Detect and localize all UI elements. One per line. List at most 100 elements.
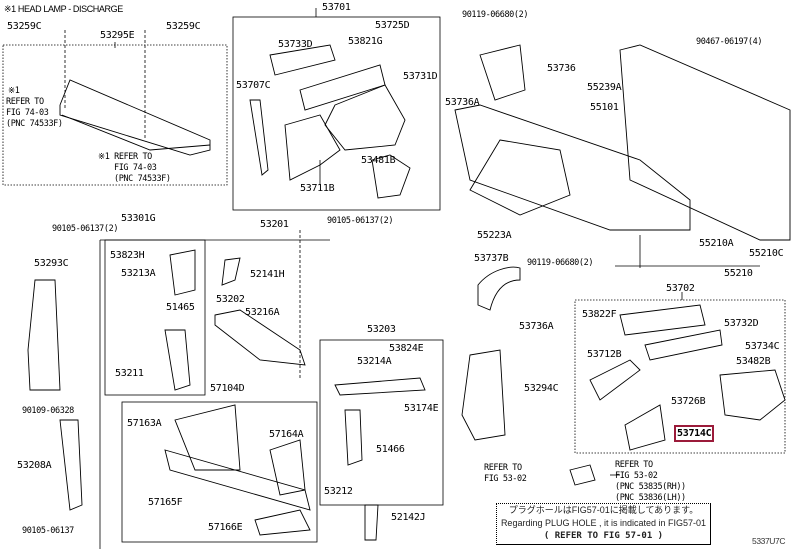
part-label-53736a-mid[interactable]: 53736A: [519, 321, 554, 332]
part-label-53714c-highlighted[interactable]: 53714C: [673, 425, 715, 442]
part-51465: [164, 329, 191, 391]
part-label-55239a[interactable]: 55239A: [587, 82, 622, 93]
part-label-53702[interactable]: 53702: [666, 283, 695, 294]
part-53293c: [27, 279, 61, 391]
lower-crossmember-box: [121, 401, 318, 543]
bolt-label-90467-06197[interactable]: 90467-06197(4): [696, 37, 763, 47]
part-label-53701[interactable]: 53701: [322, 2, 351, 13]
part-label-55101[interactable]: 55101: [590, 102, 619, 113]
part-label-53482b[interactable]: 53482B: [736, 356, 771, 367]
part-53732d: [619, 304, 706, 336]
part-label-53216a[interactable]: 53216A: [245, 307, 280, 318]
part-label-57165f[interactable]: 57165F: [148, 497, 183, 508]
part-label-53174e[interactable]: 53174E: [404, 403, 439, 414]
bolt-label-90119-06680-top[interactable]: 90119-06680(2): [462, 10, 529, 20]
plug-note-jp: プラグホールはFIG57-01に掲載してあります。: [508, 505, 699, 515]
part-label-53821g[interactable]: 53821G: [348, 36, 383, 47]
part-label-53736[interactable]: 53736: [547, 63, 576, 74]
part-label-53725d[interactable]: 53725D: [375, 20, 410, 31]
part-label-53211[interactable]: 53211: [115, 368, 144, 379]
headlamp-note: ※1 HEAD LAMP - DISCHARGE: [4, 4, 123, 14]
part-label-57164a[interactable]: 57164A: [269, 429, 304, 440]
part-label-53212[interactable]: 53212: [324, 486, 353, 497]
part-label-53301g[interactable]: 53301G: [121, 213, 156, 224]
ref1-line2[interactable]: FIG 74-03: [6, 108, 49, 118]
part-53213a: [169, 249, 196, 296]
bolt-label-90109-06328[interactable]: 90109-06328: [22, 406, 74, 416]
part-label-53733d[interactable]: 53733D: [278, 39, 313, 50]
part-label-53734c[interactable]: 53734C: [745, 341, 780, 352]
ref3-line2[interactable]: FIG 53-02: [484, 474, 527, 484]
part-52142j: [364, 504, 379, 541]
part-53736: [479, 44, 526, 101]
part-53294c: [461, 349, 506, 441]
part-label-51465[interactable]: 51465: [166, 302, 195, 313]
bolt-label-90105-06137-a[interactable]: 90105-06137(2): [52, 224, 119, 234]
part-57104d-main: [164, 449, 311, 511]
part-label-53259c-right[interactable]: 53259C: [166, 21, 201, 32]
part-53295e: [59, 79, 211, 156]
plug-note-ref[interactable]: ( REFER TO FIG 57-01 ): [543, 531, 664, 541]
part-53733d: [269, 44, 336, 76]
ref2-line1: ※1 REFER TO: [98, 152, 152, 162]
part-label-53707c[interactable]: 53707C: [236, 80, 271, 91]
part-label-53259c-left[interactable]: 53259C: [7, 21, 42, 32]
part-label-53824e[interactable]: 53824E: [389, 343, 424, 354]
part-label-53822f[interactable]: 53822F: [582, 309, 617, 320]
ref4-line1: REFER TO: [615, 460, 653, 470]
part-label-53208a[interactable]: 53208A: [17, 460, 52, 471]
part-53707c: [249, 99, 269, 176]
part-label-57104d[interactable]: 57104D: [210, 383, 245, 394]
part-label-53712b[interactable]: 53712B: [587, 349, 622, 360]
part-label-53201[interactable]: 53201: [260, 219, 289, 230]
ref1-line1: REFER TO: [6, 97, 44, 107]
ref1-mark: ※1: [8, 86, 20, 96]
part-label-57166e[interactable]: 57166E: [208, 522, 243, 533]
part-label-55210a[interactable]: 55210A: [699, 238, 734, 249]
front-apron-rh-group-box: [232, 16, 441, 211]
ref4-line2[interactable]: FIG 53-02: [615, 471, 658, 481]
part-label-53481b[interactable]: 53481B: [361, 155, 396, 166]
part-label-53731d[interactable]: 53731D: [403, 71, 438, 82]
part-53731d-rail: [299, 64, 386, 111]
part-label-53294c[interactable]: 53294C: [524, 383, 559, 394]
part-ref-53835: [569, 464, 596, 486]
bolt-label-90119-06680-mid[interactable]: 90119-06680(2): [527, 258, 594, 268]
part-label-52142j[interactable]: 52142J: [391, 512, 426, 523]
part-label-53293c[interactable]: 53293C: [34, 258, 69, 269]
part-label-53711b[interactable]: 53711B: [300, 183, 335, 194]
part-label-53214a[interactable]: 53214A: [357, 356, 392, 367]
part-53711b: [284, 114, 341, 181]
bolt-label-90105-06137-b[interactable]: 90105-06137(2): [327, 216, 394, 226]
part-label-53726b[interactable]: 53726B: [671, 396, 706, 407]
part-52141h: [221, 257, 241, 286]
part-53734c: [644, 329, 723, 361]
part-label-53203[interactable]: 53203: [367, 324, 396, 335]
part-51466: [344, 409, 363, 466]
part-label-53732d[interactable]: 53732D: [724, 318, 759, 329]
front-apron-lh-group-box: [574, 299, 786, 454]
part-label-57163a[interactable]: 57163A: [127, 418, 162, 429]
radiator-support-sub-box: [319, 339, 444, 506]
part-53737b: [477, 266, 521, 311]
plug-hole-note: プラグホールはFIG57-01に掲載してあります。 Regarding PLUG…: [496, 503, 711, 545]
part-label-53736a-top[interactable]: 53736A: [445, 97, 480, 108]
part-label-55210[interactable]: 55210: [724, 268, 753, 279]
part-label-53213a[interactable]: 53213A: [121, 268, 156, 279]
part-55223a: [469, 139, 571, 216]
part-label-53737b[interactable]: 53737B: [474, 253, 509, 264]
part-label-52141h[interactable]: 52141H: [250, 269, 285, 280]
ref2-line2[interactable]: FIG 74-03: [114, 163, 157, 173]
part-label-53295e[interactable]: 53295E: [100, 30, 135, 41]
part-label-55210c[interactable]: 55210C: [749, 248, 784, 259]
part-label-53823h[interactable]: 53823H: [110, 250, 145, 261]
part-57163a: [174, 404, 241, 471]
part-label-51466[interactable]: 51466: [376, 444, 405, 455]
ref4-line3: (PNC 53835(RH)): [615, 482, 686, 492]
bolt-label-90105-06137-c[interactable]: 90105-06137: [22, 526, 74, 536]
figure-id: 5337U7C: [752, 536, 786, 546]
part-label-53202[interactable]: 53202: [216, 294, 245, 305]
part-label-55223a[interactable]: 55223A: [477, 230, 512, 241]
ref1-line3: (PNC 74533F): [6, 119, 63, 129]
